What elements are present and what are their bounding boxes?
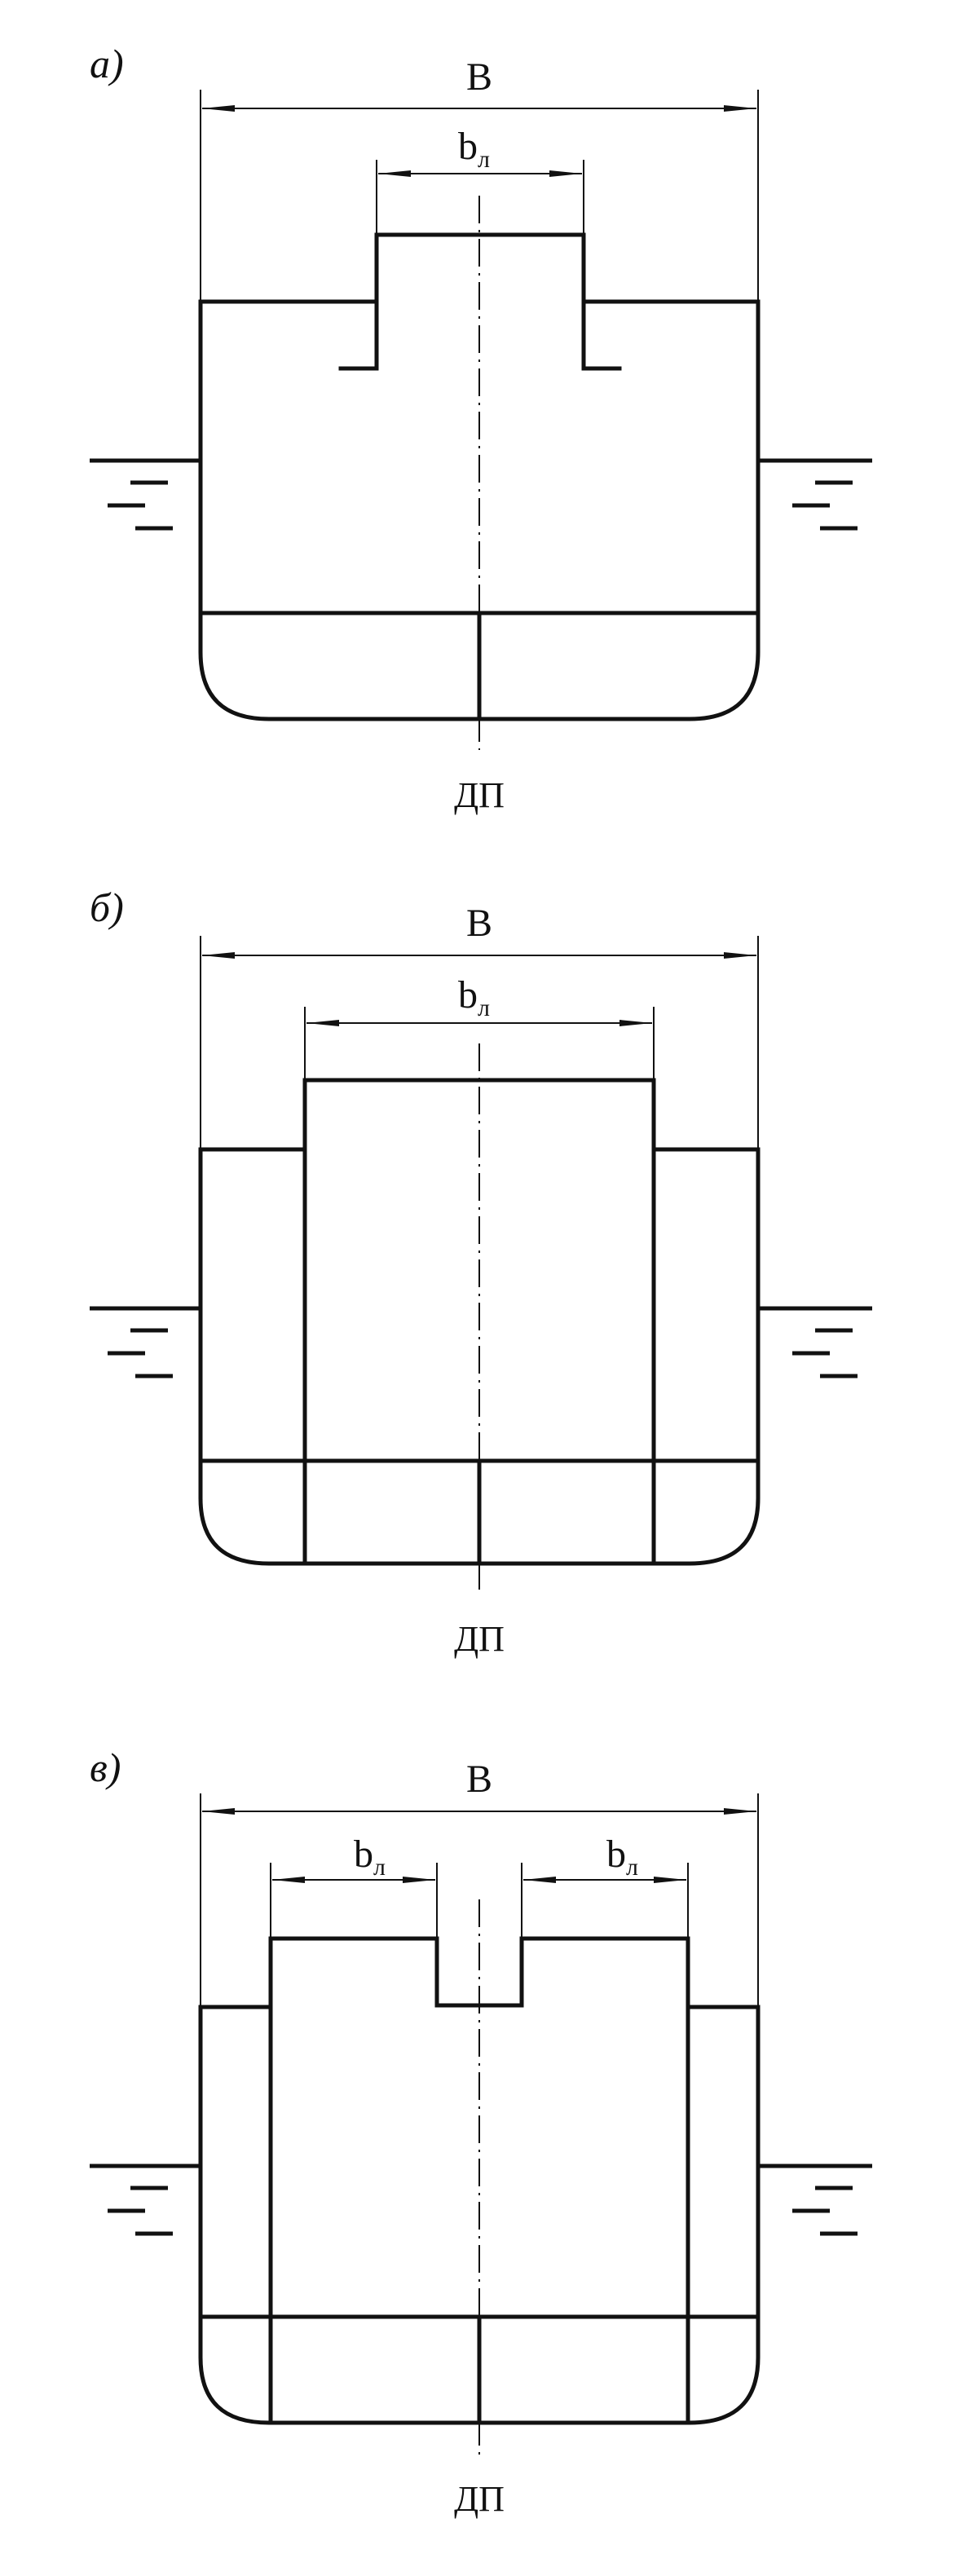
panel-a: а) B bл ДП bbox=[90, 41, 872, 815]
panel-a-B-label: B bbox=[466, 55, 492, 99]
panel-b-hull-outline bbox=[198, 1147, 761, 1566]
panel-b-centerline-label: ДП bbox=[454, 1619, 505, 1659]
panel-c: в) B bл bл ДП bbox=[90, 1745, 872, 2519]
panel-b-b-label: bл bbox=[458, 973, 490, 1021]
panel-a-superstructure bbox=[338, 232, 622, 371]
panel-a-label: а) bbox=[90, 41, 124, 86]
panel-c-waterline-right-icon bbox=[758, 2164, 872, 2236]
panel-c-b-label-left: bл bbox=[354, 1833, 386, 1881]
panel-a-waterline-right-icon bbox=[758, 458, 872, 531]
panel-b-waterline-right-icon bbox=[758, 1306, 872, 1378]
panel-b-waterline-left-icon bbox=[90, 1306, 201, 1378]
panel-a-centerline-label: ДП bbox=[454, 775, 505, 815]
panel-b: б) B bл ДП bbox=[90, 884, 872, 1659]
panel-a-b-label: bл bbox=[458, 125, 490, 173]
panel-c-label: в) bbox=[90, 1745, 121, 1790]
panel-c-waterline-left-icon bbox=[90, 2164, 201, 2236]
panel-c-B-label: B bbox=[466, 1758, 492, 1801]
panel-b-label: б) bbox=[90, 884, 124, 930]
panel-a-waterline-left-icon bbox=[90, 458, 201, 531]
panel-b-B-label: B bbox=[466, 902, 492, 945]
panel-c-centerline-label: ДП bbox=[454, 2479, 505, 2519]
panel-c-b-label-right: bл bbox=[606, 1833, 638, 1881]
panel-a-hull-outline bbox=[198, 299, 761, 721]
